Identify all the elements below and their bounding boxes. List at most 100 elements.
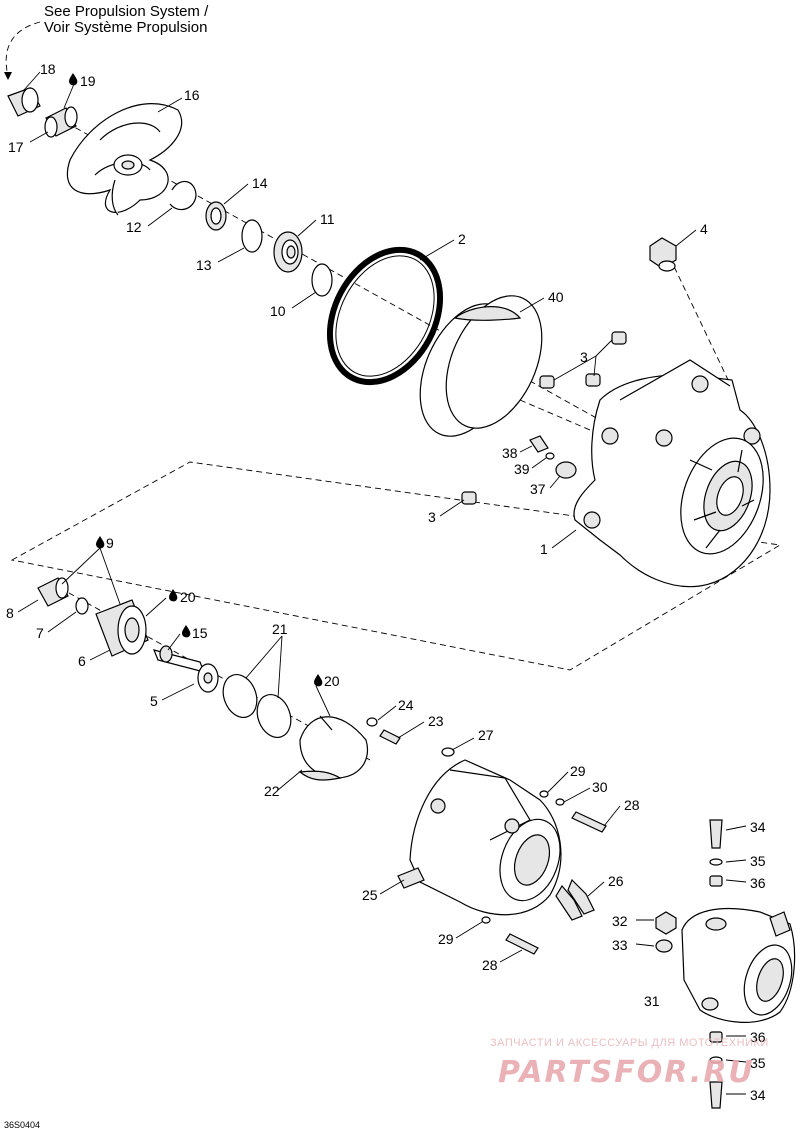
- part-27-oring: [441, 747, 455, 757]
- middle-assembly: [37, 577, 401, 781]
- callout-5: 5: [150, 693, 158, 709]
- part-4-plug: [649, 237, 677, 272]
- part-24-23-screw: [366, 717, 401, 745]
- part-34-35-36-upper: [709, 819, 723, 887]
- callout-17: 17: [8, 139, 24, 155]
- part-8-cap: [37, 577, 69, 607]
- callout-labels: 18 19 16 17 14 12 11 13 2 10 40 4 3 38 3…: [6, 61, 766, 1103]
- callout-19: 19: [80, 73, 96, 89]
- part-22-cone: [298, 715, 368, 781]
- callout-39: 39: [514, 461, 530, 477]
- upper-assembly: [7, 87, 771, 588]
- part-18-cap: [7, 87, 41, 117]
- callout-34-upper: 34: [750, 819, 766, 835]
- callout-36-lower: 36: [750, 1029, 766, 1045]
- callout-10: 10: [270, 303, 286, 319]
- reference-note-line2: Voir Système Propulsion: [44, 19, 207, 36]
- callout-31: 31: [644, 993, 660, 1009]
- callout-29-lower: 29: [438, 931, 454, 947]
- callout-30: 30: [592, 779, 608, 795]
- callout-37: 37: [530, 481, 546, 497]
- callout-21: 21: [272, 621, 288, 637]
- callout-20-upper: 20: [180, 589, 196, 605]
- callout-34-lower: 34: [750, 1087, 766, 1103]
- lower-assembly: [397, 747, 796, 1109]
- part-2-ring: [326, 246, 444, 386]
- callout-1: 1: [540, 541, 548, 557]
- callout-4: 4: [700, 221, 708, 237]
- callout-35-upper: 35: [750, 853, 766, 869]
- part-40-liner: [419, 295, 543, 437]
- part-38-39-37: [529, 435, 577, 479]
- callout-29-upper: 29: [570, 763, 586, 779]
- callout-22: 22: [264, 783, 280, 799]
- drawing-code: 36S0404: [4, 1120, 40, 1130]
- callout-3-lower: 3: [428, 509, 436, 525]
- oil-drop-icon: [169, 589, 178, 602]
- callout-11: 11: [320, 211, 335, 227]
- oil-drop-icon: [314, 674, 323, 687]
- callout-15: 15: [192, 625, 208, 641]
- part-7-oring: [75, 597, 89, 615]
- callout-2: 2: [458, 231, 466, 247]
- oil-drop-icon: [96, 536, 105, 549]
- part-36-35-34-lower: [709, 1031, 723, 1109]
- part-25-venturi: [397, 759, 562, 916]
- callout-36-upper: 36: [750, 875, 766, 891]
- part-10-oring: [311, 263, 333, 297]
- oil-drop-icon: [182, 625, 191, 638]
- part-5-shaft: [153, 645, 219, 693]
- callout-24: 24: [398, 697, 414, 713]
- callout-35-lower: 35: [750, 1055, 766, 1071]
- screw-line: [519, 399, 591, 431]
- callout-12: 12: [126, 219, 142, 235]
- part-29-28-bolt-lower: [481, 916, 539, 955]
- callout-13: 13: [196, 257, 212, 273]
- plug-line: [669, 257, 731, 385]
- callout-33: 33: [612, 937, 628, 953]
- callout-16: 16: [184, 87, 200, 103]
- callout-18: 18: [40, 61, 56, 77]
- part-14-seal: [205, 201, 227, 231]
- callout-23: 23: [428, 713, 444, 729]
- part-13-oring: [241, 219, 263, 253]
- reference-note-line1: See Propulsion System /: [44, 3, 209, 20]
- oil-drop-icons: [69, 73, 323, 687]
- watermark: ЗАПЧАСТИ И АКСЕССУАРЫ ДЛЯ МОТОТЕХНИКИ PA…: [490, 1037, 769, 1090]
- callout-40: 40: [548, 289, 564, 305]
- callout-27: 27: [478, 727, 494, 743]
- part-3-studs: [461, 331, 627, 505]
- callout-25: 25: [362, 887, 378, 903]
- part-31-nozzle: [681, 907, 796, 1023]
- callout-6: 6: [78, 653, 86, 669]
- callout-8: 8: [6, 605, 14, 621]
- callout-9: 9: [106, 535, 114, 551]
- part-19-sleeve: [44, 106, 78, 138]
- watermark-logo: PARTSFOR.RU: [498, 1055, 755, 1090]
- callout-28-upper: 28: [624, 797, 640, 813]
- callout-26: 26: [608, 873, 624, 889]
- callout-3-upper: 3: [580, 349, 588, 365]
- part-26-pins: [555, 878, 595, 921]
- part-6-bearing: [95, 599, 149, 657]
- part-16-impeller: [66, 103, 183, 216]
- axis-line-middle: [10, 461, 782, 671]
- part-21-orings: [222, 674, 292, 738]
- reference-arrow-head: [4, 72, 12, 80]
- reference-note: See Propulsion System / Voir Système Pro…: [4, 3, 209, 80]
- oil-drop-icon: [69, 73, 78, 86]
- part-32-33: [655, 911, 677, 953]
- reference-arrow: [5, 21, 41, 77]
- callout-32: 32: [612, 913, 628, 929]
- part-12-circlip: [169, 180, 197, 211]
- callout-20-lower: 20: [324, 673, 340, 689]
- part-11-bearing: [273, 231, 303, 273]
- callout-38: 38: [502, 445, 518, 461]
- callout-14: 14: [252, 175, 268, 191]
- watermark-line1: ЗАПЧАСТИ И АКСЕССУАРЫ ДЛЯ МОТОТЕХНИКИ: [490, 1037, 769, 1049]
- callout-28-lower: 28: [482, 957, 498, 973]
- leader-lines: [17, 71, 747, 1095]
- callout-7: 7: [36, 625, 44, 641]
- part-1-pump-housing: [573, 359, 771, 588]
